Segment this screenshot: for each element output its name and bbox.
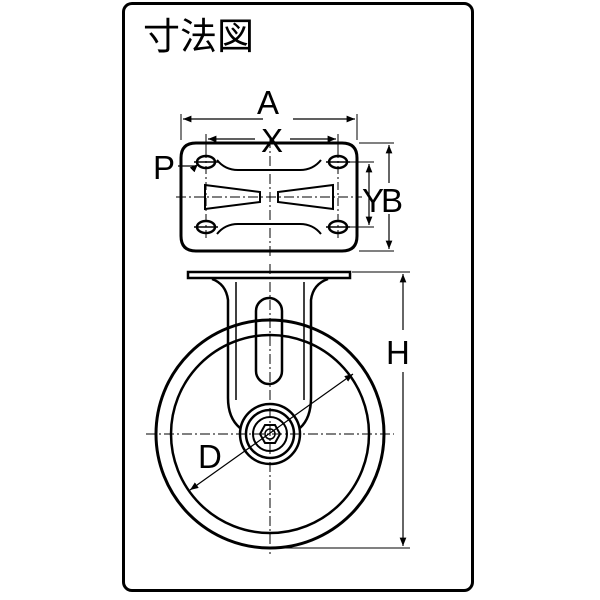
fork-slot xyxy=(254,296,284,386)
dimension-a xyxy=(180,114,358,140)
top-plate-view xyxy=(176,138,362,256)
dimension-b xyxy=(359,142,394,252)
label-a: A xyxy=(257,84,279,121)
label-p: P xyxy=(153,149,175,186)
side-mounting-plate xyxy=(186,270,352,280)
plate-rib-top xyxy=(216,159,322,171)
caster-side-view xyxy=(146,264,394,554)
dimension-y xyxy=(346,161,374,228)
dimension-d xyxy=(189,373,354,491)
label-y: Y xyxy=(362,182,384,219)
dimension-h xyxy=(274,271,410,549)
dimension-p xyxy=(178,163,199,173)
plate-recess-right xyxy=(277,183,334,211)
label-b: B xyxy=(381,182,403,219)
diagram-title: 寸法図 xyxy=(143,15,254,58)
label-x: X xyxy=(261,122,283,159)
plate-rib-bottom xyxy=(216,223,322,235)
plate-recess-left xyxy=(204,183,261,211)
label-h: H xyxy=(386,334,410,371)
drawing-frame xyxy=(122,2,474,592)
dimension-x xyxy=(205,134,339,154)
mounting-plate-outline xyxy=(179,141,359,253)
label-d: D xyxy=(198,438,222,475)
